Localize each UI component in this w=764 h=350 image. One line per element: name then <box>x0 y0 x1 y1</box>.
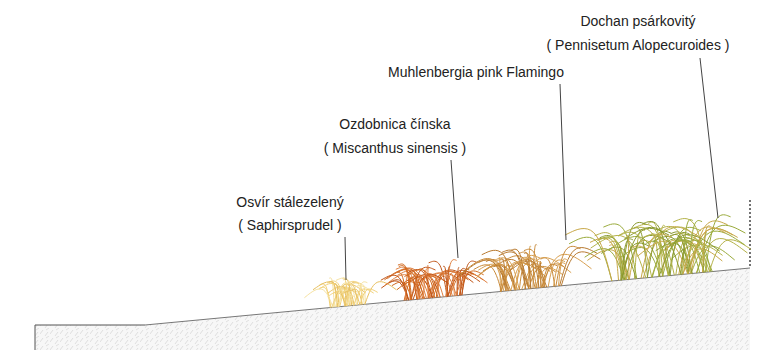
grass-blade <box>450 274 454 296</box>
grass-blade <box>354 289 374 305</box>
grass-blade <box>389 280 408 300</box>
grass-blade <box>556 246 581 286</box>
wall-edge <box>749 200 751 268</box>
grass-blade <box>648 227 709 272</box>
grass-blade <box>663 237 701 276</box>
grass-blade <box>641 234 674 275</box>
leader-line <box>345 237 346 280</box>
grass-blade <box>561 252 600 286</box>
grass-blade <box>624 227 681 274</box>
grass-blade <box>641 234 670 278</box>
grass-blade <box>525 267 551 290</box>
grass-blade <box>448 273 480 296</box>
grass-blade <box>659 235 720 277</box>
grass-blade <box>554 263 566 287</box>
grass-blade <box>565 229 612 281</box>
grass-blade <box>632 228 647 278</box>
grass-blade <box>482 250 516 290</box>
grass-blade <box>381 275 409 300</box>
grass-blade <box>304 289 333 307</box>
grass-blade <box>336 283 352 307</box>
grass-group <box>304 215 750 308</box>
grass-blade <box>319 283 347 306</box>
grass-blade <box>344 290 360 305</box>
grass-blade <box>399 266 411 300</box>
grass-blade <box>637 241 688 274</box>
plant-label: ( Saphirsprudel ) <box>238 216 342 234</box>
plant-label: Muhlenbergia pink Flamingo <box>388 63 564 81</box>
plant-label: Ozdobnica čínska <box>339 115 450 133</box>
grass-blade <box>697 225 746 273</box>
grass-blade <box>474 265 502 292</box>
ground-edge <box>35 325 145 350</box>
grass-blade <box>621 243 649 280</box>
grass-blade <box>598 238 624 280</box>
plant-label: ( Pennisetum Alopecuroides ) <box>547 36 730 54</box>
grass-blade <box>515 255 540 290</box>
grass-blade <box>519 252 537 288</box>
grass-blade <box>360 289 378 305</box>
grass-blade <box>398 264 412 300</box>
grass-blade <box>365 282 397 305</box>
leader-line <box>560 84 566 240</box>
leader-line <box>700 58 718 218</box>
plant-label: Osvír stálezelený <box>236 193 343 211</box>
grass-blade <box>423 268 428 298</box>
plant-label: ( Miscanthus sinensis ) <box>324 139 466 157</box>
grass-blade <box>569 237 612 281</box>
grass-blade <box>460 260 508 291</box>
grass-blade <box>595 233 626 280</box>
grass-blade <box>431 275 439 297</box>
grass-blade <box>313 282 346 306</box>
ground-block <box>35 325 145 350</box>
grass-blade <box>609 245 618 281</box>
grass-blade <box>501 259 506 291</box>
leader-line <box>451 160 458 258</box>
plant-label: Dochan psárkovitý <box>580 12 695 30</box>
grass-blade <box>627 235 629 279</box>
